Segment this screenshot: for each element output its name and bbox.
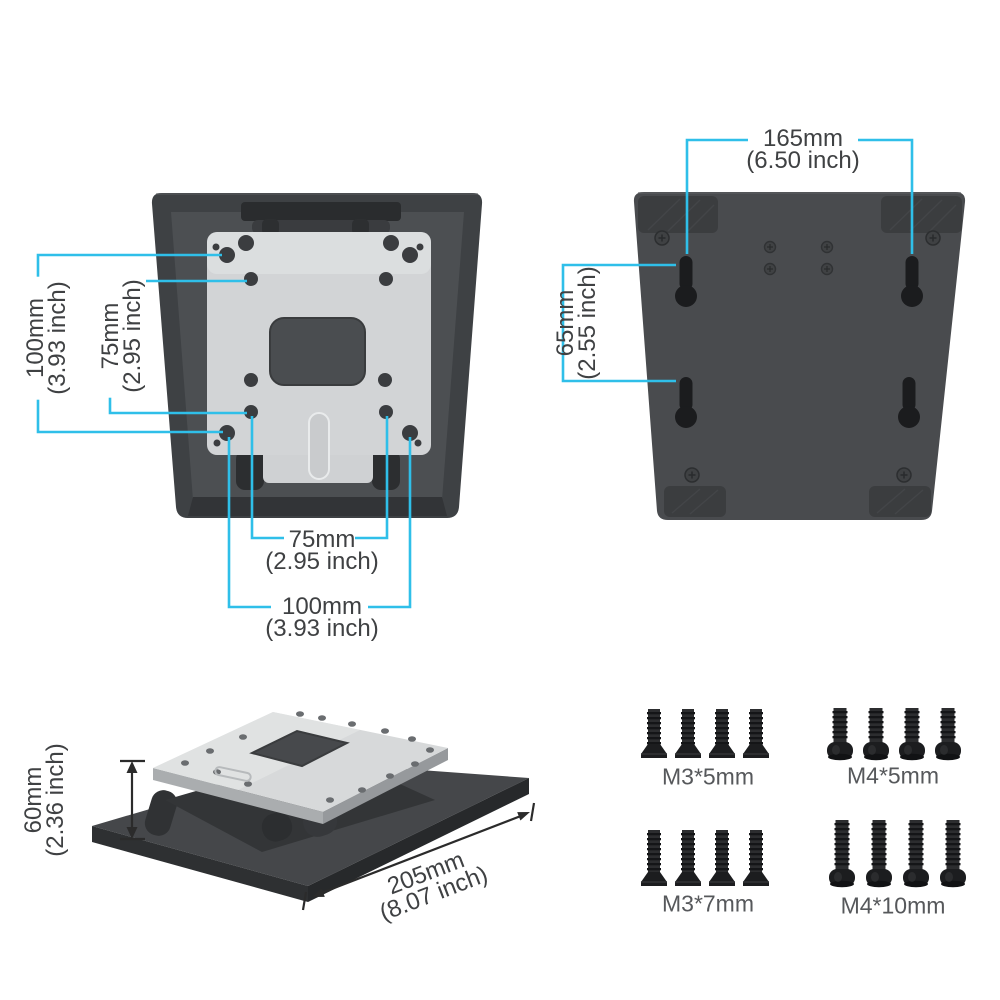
dim-label-75mm-left: 75mm (2.95 inch) xyxy=(97,274,146,398)
screw-group-m4x10 xyxy=(829,820,966,888)
dim-value-inch: (2.95 inch) xyxy=(265,548,379,575)
dim-value-inch: (6.50 inch) xyxy=(746,147,860,174)
wall-panel-figure xyxy=(561,138,966,520)
hinge-knuckle-front-left xyxy=(261,812,293,842)
folded-stand-figure xyxy=(92,711,536,911)
plate-bottom-slot xyxy=(308,412,330,480)
plate-center-cutout xyxy=(269,317,366,386)
screw-group-m3x7 xyxy=(641,830,769,886)
dim-label-65mm-left: 65mm (2.55 inch) xyxy=(552,266,601,380)
dimension-arrow-60mm xyxy=(120,759,145,841)
panel-corner-pads xyxy=(638,196,962,517)
stand-plate-slot-detail xyxy=(214,766,252,782)
stand-base-side-right xyxy=(308,778,529,902)
dim-label-100mm-left: 100mm (3.93 inch) xyxy=(22,276,71,400)
screw-label-m3x7: M3*7mm xyxy=(661,890,755,917)
hinge-knuckle-left-top xyxy=(262,219,279,235)
vesa-holes-75mm xyxy=(244,272,393,419)
screw-label-m4x10: M4*10mm xyxy=(840,892,946,919)
hinge-top-bar xyxy=(241,202,401,221)
dim-label-60mm: 60mm (2.36 inch) xyxy=(20,743,69,857)
monitor-bottom-strip xyxy=(188,497,447,516)
screw-group-m4x5 xyxy=(827,708,961,761)
dimension-lines-panel xyxy=(561,138,914,383)
stand-plate-holes xyxy=(181,711,434,803)
monitor-back-figure xyxy=(36,193,483,609)
dim-value-inch: (2.95 inch) xyxy=(119,279,146,393)
panel-center-screws xyxy=(763,240,834,276)
dim-value-mm: 100mm xyxy=(281,593,363,620)
stand-plate-cutout xyxy=(249,729,350,768)
stand-plate-edge-left xyxy=(153,768,323,824)
wall-panel-shape xyxy=(633,192,966,520)
dim-value-inch: (3.93 inch) xyxy=(265,615,379,642)
dim-value-mm: 165mm xyxy=(762,125,844,152)
dimension-arrow-205mm xyxy=(301,802,536,911)
screw-label-m4x5: M4*5mm xyxy=(846,762,940,789)
dim-label-75mm-bottom: 75mm (2.95 inch) xyxy=(265,526,379,575)
stand-plate-edge-right xyxy=(323,748,448,824)
dim-value-inch: (2.36 inch) xyxy=(42,743,69,857)
keyhole-slots xyxy=(675,256,923,428)
dim-label-165mm-top: 165mm (6.50 inch) xyxy=(746,125,860,174)
panel-pad-texture xyxy=(647,198,957,515)
screw-group-m3x5 xyxy=(641,709,769,758)
dim-label-100mm-bottom: 100mm (3.93 inch) xyxy=(265,593,379,642)
panel-corner-screws xyxy=(654,230,941,483)
vesa-holes-100mm xyxy=(219,235,418,441)
stand-base-side-left xyxy=(92,826,308,902)
hinge-knuckle-right-top xyxy=(352,219,369,235)
hinge-knuckle-left-bottom xyxy=(236,450,264,490)
dim-value-inch: (2.55 inch) xyxy=(574,266,601,380)
vesa-plate-highlight xyxy=(207,232,431,274)
dim-value-inch: (3.93 inch) xyxy=(44,281,71,395)
screw-label-m3x5: M3*5mm xyxy=(661,763,755,790)
plate-pilot-holes xyxy=(212,243,424,447)
dim-value-mm: 75mm xyxy=(288,526,356,553)
